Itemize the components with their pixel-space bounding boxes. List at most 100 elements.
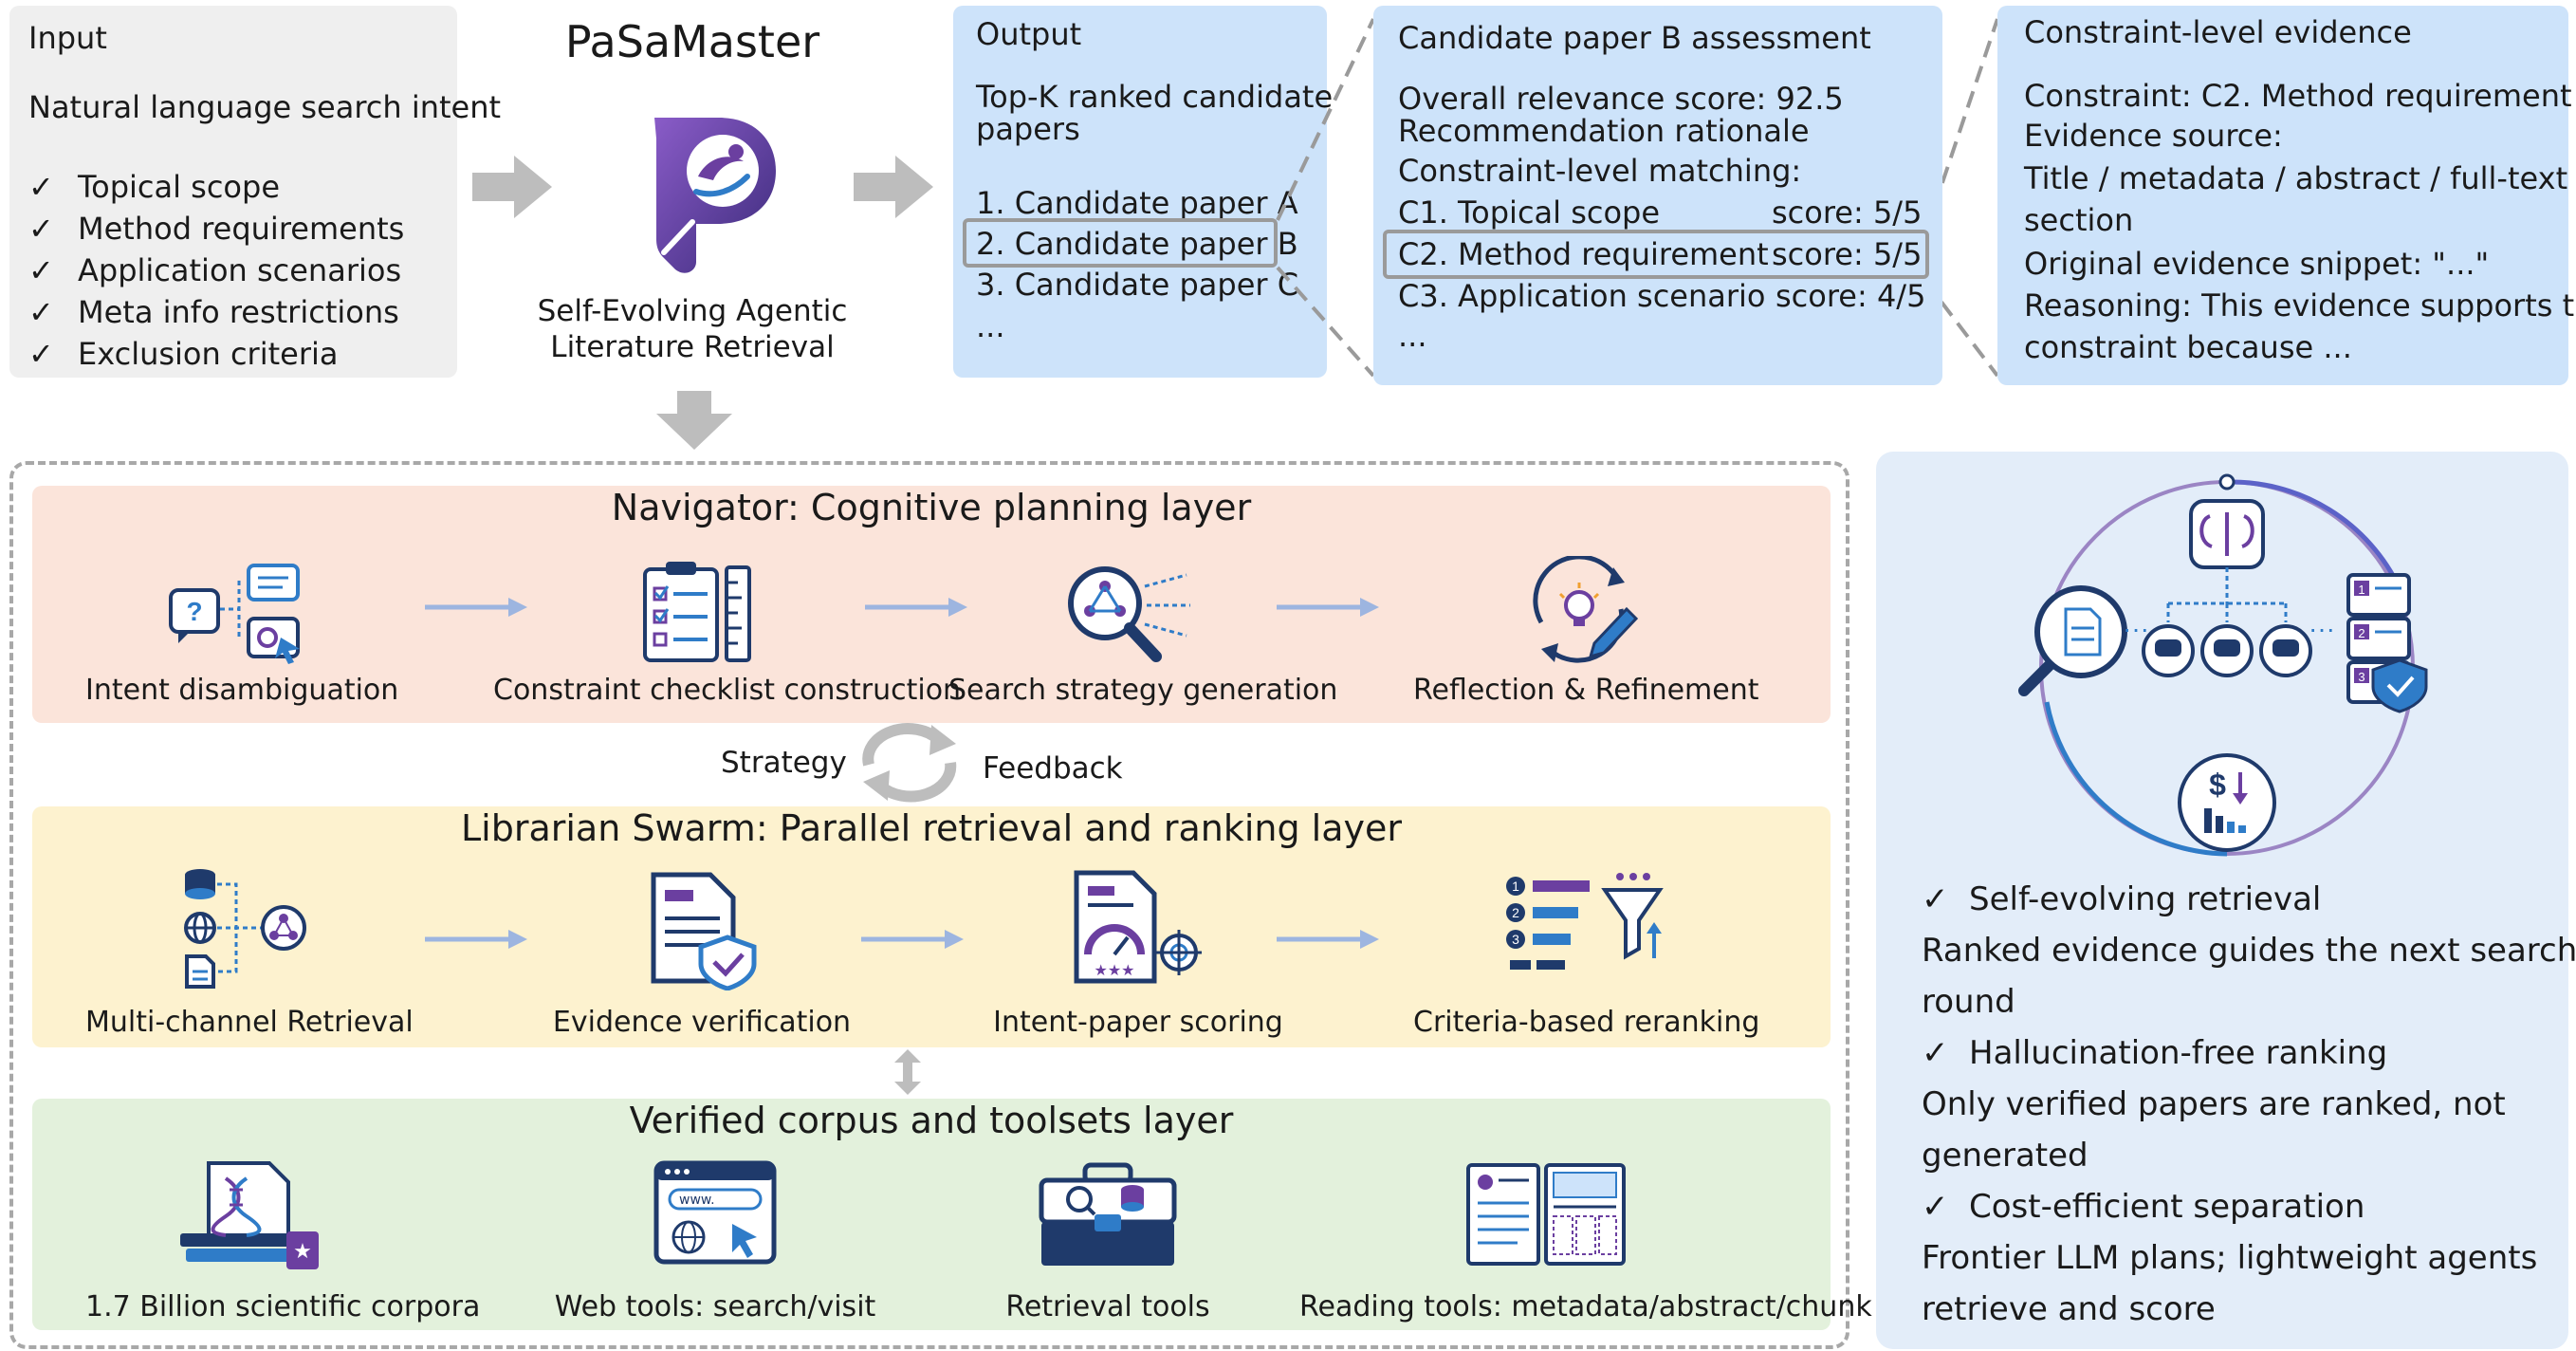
- check-icon: ✓: [1922, 880, 1949, 918]
- evidence-line: Reasoning: This evidence supports the: [2024, 287, 2576, 324]
- flow-arrow-icon: [425, 598, 527, 617]
- step-label: Reading tools: metadata/abstract/chunk: [1299, 1290, 1872, 1323]
- evidence-line: Title / metadata / abstract / full-text: [2024, 160, 2568, 196]
- check-icon: ✓: [28, 252, 54, 288]
- self-evolving-cycle-diagram: ··· ··· 1 2 3 $: [2018, 473, 2428, 857]
- benefits-panel: ··· ··· 1 2 3 $ ✓ Self-evolving retrieva…: [1876, 452, 2576, 1349]
- chat-question-icon: ?: [169, 564, 300, 664]
- step-reflection: Reflection & Refinement: [1413, 552, 1759, 707]
- pasamaster-logo: [654, 118, 776, 273]
- toolbox-icon: [1039, 1162, 1177, 1266]
- assessment-more: ...: [1398, 318, 1427, 354]
- step-search-strategy: Search strategy generation: [948, 552, 1337, 707]
- right-arrow-icon: [472, 156, 552, 218]
- input-panel: Input Natural language search intent ✓ T…: [9, 6, 501, 378]
- benefit-desc: round: [1922, 983, 2015, 1021]
- candidate-item: ...: [976, 308, 1005, 344]
- check-icon: ✓: [28, 169, 54, 205]
- svg-text:1: 1: [1512, 879, 1519, 894]
- document-shield-icon: [651, 872, 757, 990]
- matching-label: Constraint-level matching:: [1398, 153, 1802, 189]
- benefit-desc: Only verified papers are ranked, not: [1922, 1085, 2506, 1123]
- benefit-desc: generated: [1922, 1137, 2088, 1175]
- output-panel: Output Top-K ranked candidate papers 1. …: [953, 6, 1333, 378]
- feedback-label: Feedback: [983, 751, 1123, 786]
- step-evidence-verification: Evidence verification: [531, 860, 873, 1040]
- step-label: Search strategy generation: [948, 674, 1338, 707]
- step-label: Intent disambiguation: [85, 674, 399, 707]
- flow-arrow-icon: [1277, 598, 1379, 617]
- list-number: 1: [2358, 583, 2364, 597]
- constraint-row-name: C2. Method requirement: [1398, 236, 1769, 272]
- svg-text:···: ···: [2123, 614, 2149, 643]
- svg-text:···: ···: [2309, 614, 2335, 643]
- constraint-highlight: [1383, 230, 1929, 279]
- step-multichannel-retrieval: Multi-channel Retrieval: [85, 860, 414, 1040]
- benefit-title: Hallucination-free ranking: [1969, 1034, 2388, 1072]
- flow-arrow-icon: [1277, 930, 1379, 949]
- flow-arrow-icon: [861, 930, 964, 949]
- evidence-line: Constraint: C2. Method requirement: [2024, 78, 2572, 114]
- step-retrieval-tools: Retrieval tools: [966, 1156, 1250, 1326]
- check-icon: ✓: [28, 336, 54, 372]
- step-label: Constraint checklist construction: [493, 674, 962, 707]
- dollar-symbol: $: [2209, 768, 2226, 802]
- input-item: Meta info restrictions: [78, 294, 399, 330]
- gauge-target-icon: ★★★: [1074, 870, 1202, 984]
- svg-text:3: 3: [1512, 932, 1519, 947]
- constraint-row-score: score: 4/5: [1776, 278, 1926, 314]
- librarian-title: Librarian Swarm: Parallel retrieval and …: [460, 807, 1403, 849]
- candidate-highlight: [963, 218, 1278, 268]
- dna-books-icon: ★: [180, 1161, 319, 1269]
- search-network-icon: [1068, 566, 1190, 662]
- step-label: Web tools: search/visit: [554, 1290, 876, 1323]
- benefit-title: Self-evolving retrieval: [1969, 880, 2322, 918]
- reading-panel-icon: [1466, 1163, 1626, 1266]
- step-scientific-corpora: ★ 1.7 Billion scientific corpora: [85, 1156, 481, 1326]
- corpus-title: Verified corpus and toolsets layer: [629, 1100, 1234, 1141]
- check-icon: ✓: [28, 294, 54, 330]
- svg-text:2: 2: [1512, 905, 1519, 920]
- step-intent-disambiguation: ? Intent disambiguation: [85, 552, 398, 707]
- evidence-line: constraint because ...: [2024, 329, 2352, 365]
- constraint-row-score: score: 5/5: [1772, 236, 1923, 272]
- step-label: Intent-paper scoring: [993, 1006, 1283, 1039]
- input-item: Method requirements: [78, 211, 405, 247]
- input-intent: Natural language search intent: [28, 89, 502, 125]
- input-item: Application scenarios: [78, 252, 402, 288]
- web-url-text: www.: [679, 1193, 715, 1208]
- right-arrow-icon: [854, 156, 933, 218]
- step-label: Multi-channel Retrieval: [85, 1006, 414, 1039]
- input-item: Topical scope: [78, 169, 280, 205]
- refresh-cycle-icon: [862, 723, 957, 803]
- constraint-row-name: C1. Topical scope: [1398, 194, 1661, 231]
- candidate-item: 1. Candidate paper A: [976, 185, 1298, 221]
- benefit-desc: Frontier LLM plans; lightweight agents: [1922, 1239, 2538, 1277]
- check-icon: ✓: [28, 211, 54, 247]
- assessment-panel: Candidate paper B assessment Overall rel…: [1373, 6, 1942, 385]
- step-label: Criteria-based reranking: [1413, 1006, 1760, 1039]
- brand-name: PaSaMaster: [564, 16, 820, 67]
- step-label: Reflection & Refinement: [1413, 674, 1759, 707]
- candidate-item-selected: 2. Candidate paper B: [976, 226, 1298, 262]
- bidirectional-arrow-icon: [894, 1049, 921, 1095]
- candidate-item: 3. Candidate paper C: [976, 267, 1299, 303]
- navigator-title: Navigator: Cognitive planning layer: [611, 487, 1252, 528]
- input-title: Input: [28, 20, 107, 56]
- svg-text:?: ?: [186, 597, 202, 626]
- flow-arrow-icon: [865, 598, 967, 617]
- output-desc-line1: Top-K ranked candidate: [976, 79, 1334, 115]
- librarian-layer: Librarian Swarm: Parallel retrieval and …: [32, 806, 1831, 1047]
- svg-text:★★★: ★★★: [1094, 961, 1134, 979]
- list-number: 3: [2358, 670, 2364, 684]
- overall-score: Overall relevance score: 92.5: [1398, 81, 1844, 117]
- evidence-line: Evidence source:: [2024, 118, 2283, 154]
- step-label: Retrieval tools: [1005, 1290, 1210, 1323]
- checklist-icon: [643, 562, 751, 662]
- database-network-icon: [184, 869, 306, 989]
- svg-text:★: ★: [293, 1240, 312, 1264]
- rationale-label: Recommendation rationale: [1398, 113, 1810, 149]
- step-label: 1.7 Billion scientific corpora: [85, 1290, 481, 1323]
- evidence-line: Original evidence snippet: "...": [2024, 246, 2490, 282]
- strategy-label: Strategy: [721, 746, 847, 780]
